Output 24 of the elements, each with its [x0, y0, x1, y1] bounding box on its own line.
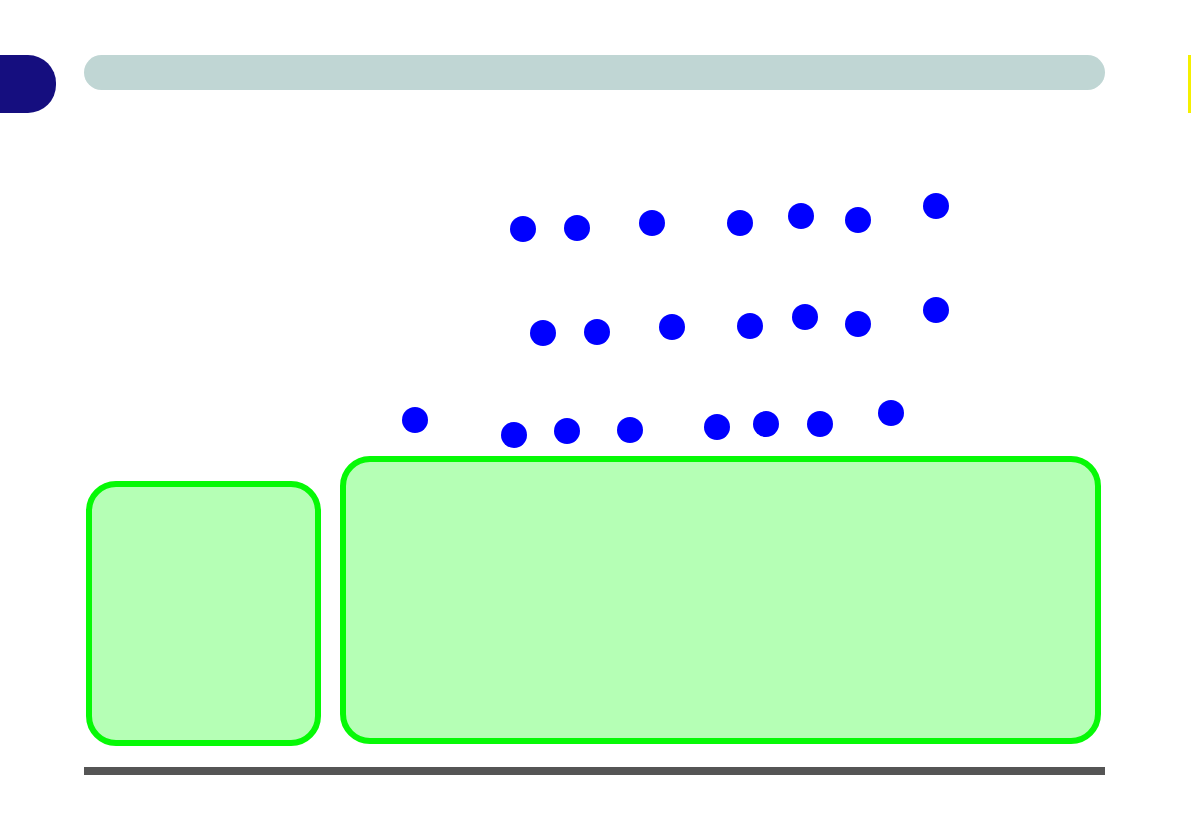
callout-marker-icon: [554, 418, 580, 444]
callout-marker-icon: [564, 215, 590, 241]
callout-marker-icon: [510, 216, 536, 242]
callout-marker-icon: [402, 407, 428, 433]
callout-marker-icon: [727, 210, 753, 236]
callout-marker-icon: [792, 304, 818, 330]
note-panel: [86, 481, 321, 746]
callout-marker-icon: [659, 314, 685, 340]
callout-marker-icon: [788, 203, 814, 229]
callout-marker-icon: [501, 422, 527, 448]
callout-marker-icon: [923, 297, 949, 323]
callout-marker-icon: [753, 411, 779, 437]
callout-marker-icon: [639, 210, 665, 236]
callout-marker-icon: [617, 417, 643, 443]
callout-marker-icon: [704, 414, 730, 440]
note-panel: [340, 456, 1101, 744]
callout-marker-icon: [923, 193, 949, 219]
callout-marker-icon: [845, 207, 871, 233]
callout-marker-icon: [807, 411, 833, 437]
callout-marker-icon: [530, 320, 556, 346]
callout-marker-icon: [878, 400, 904, 426]
callout-marker-icon: [845, 311, 871, 337]
callout-marker-icon: [584, 319, 610, 345]
callout-marker-icon: [737, 313, 763, 339]
